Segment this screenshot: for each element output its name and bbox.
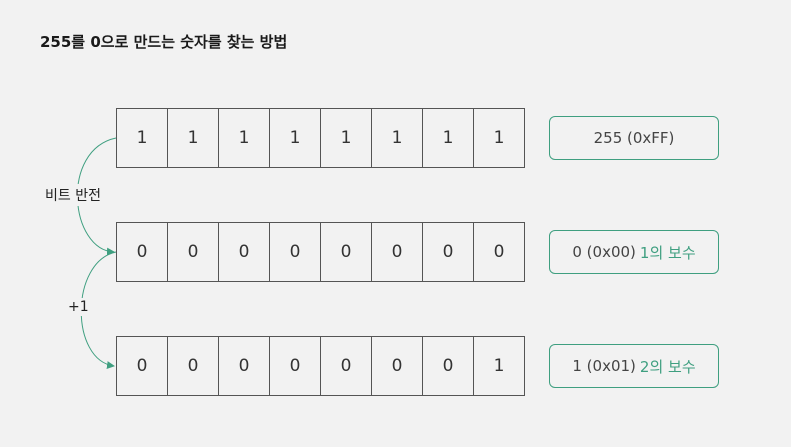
- bit-cell: 0: [320, 336, 372, 396]
- bit-cell: 0: [422, 336, 474, 396]
- value-label: 0 (0x00): [572, 243, 636, 261]
- bit-row-ones-complement: 0 0 0 0 0 0 0 0: [116, 222, 525, 282]
- value-box-255: 255 (0xFF): [549, 116, 719, 160]
- bit-cell: 0: [218, 222, 270, 282]
- value-box-twos-complement: 1 (0x01) 2의 보수: [549, 344, 719, 388]
- bit-cell: 0: [116, 222, 168, 282]
- bit-cell: 0: [218, 336, 270, 396]
- bit-cell: 1: [218, 108, 270, 168]
- bit-cell: 0: [371, 222, 423, 282]
- bit-cell: 1: [473, 336, 525, 396]
- bit-cell: 1: [320, 108, 372, 168]
- bit-cell: 0: [269, 336, 321, 396]
- bit-flip-label: 비트 반전: [43, 184, 103, 206]
- bit-cell: 0: [167, 336, 219, 396]
- value-box-ones-complement: 0 (0x00) 1의 보수: [549, 230, 719, 274]
- bit-cell: 1: [269, 108, 321, 168]
- diagram-title: 255를 0으로 만드는 숫자를 찾는 방법: [40, 33, 288, 51]
- value-label: 255 (0xFF): [593, 129, 675, 147]
- bit-cell: 0: [473, 222, 525, 282]
- bit-cell: 0: [116, 336, 168, 396]
- bit-cell: 0: [167, 222, 219, 282]
- complement-note: 2의 보수: [639, 357, 696, 376]
- value-label: 1 (0x01): [572, 357, 636, 375]
- bit-cell: 1: [422, 108, 474, 168]
- bit-cell: 0: [371, 336, 423, 396]
- bit-cell: 1: [473, 108, 525, 168]
- plus-one-label: +1: [66, 298, 91, 316]
- bit-cell: 1: [371, 108, 423, 168]
- bit-cell: 0: [422, 222, 474, 282]
- bit-cell: 0: [269, 222, 321, 282]
- bit-row-255: 1 1 1 1 1 1 1 1: [116, 108, 525, 168]
- complement-note: 1의 보수: [639, 243, 696, 262]
- bit-cell: 1: [167, 108, 219, 168]
- bit-row-twos-complement: 0 0 0 0 0 0 0 1: [116, 336, 525, 396]
- bit-cell: 0: [320, 222, 372, 282]
- bit-cell: 1: [116, 108, 168, 168]
